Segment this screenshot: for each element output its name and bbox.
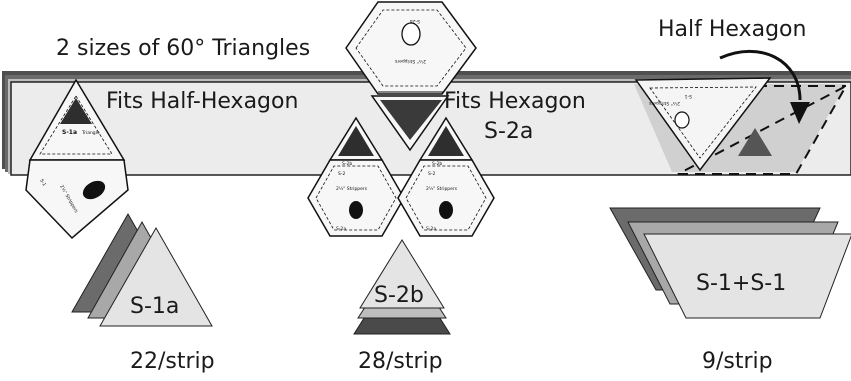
left-ruler-s2b: S-2b [342,161,352,167]
top-hexagon-body [345,1,477,95]
hand-logo-icon [439,201,453,219]
top-hexagon-code: S-2b [410,18,420,24]
s1-half-hex-body [25,159,129,240]
pile-s2b-count: 28/strip [358,349,443,374]
s2b-ruler-right: S-2b S-2 2½" Strippers S-2a [397,116,495,237]
pile-s2b-label: S-2b [374,283,424,308]
top-triangle-mark [380,100,442,140]
half-hex-ruler-code: S-1 [685,93,692,99]
main-title: 2 sizes of 60° Triangles [56,36,310,61]
pile-s1s1-label: S-1+S-1 [696,271,786,296]
left-hexagon-inner [315,165,397,231]
pile-s1s1-layer-light [643,233,851,319]
s1a-ruler: S-1a Triangle S-1 2½" Strippers [25,78,129,240]
s1a-triangle-mark [60,98,92,124]
pile-s1a: S-1a [71,212,213,327]
s2b-ruler-left: S-2b S-2 2½" Strippers S-2a [307,116,405,237]
s1-half-hex-ruler: S-1 2½" Strippers [634,77,772,172]
half-hexagon-title: Half Hexagon [658,17,806,42]
rotation-arrow [719,49,810,124]
s2b-triangle-top [370,91,450,152]
hand-logo-icon [401,22,421,46]
half-hex-ruler-inner [649,86,757,159]
pile-s1a-layer-light [99,226,213,327]
left-triangle-mark [338,126,374,156]
hand-logo-icon [674,111,690,129]
pile-s1s1-count: 9/strip [702,349,773,374]
left-ruler-s2a: S-2a [336,226,346,232]
pile-s2b: S-2b [353,239,451,335]
right-ruler-s2a: S-2a [426,226,436,232]
pile-s1a-count: 22/strip [130,349,215,374]
pile-s1s1: S-1+S-1 [609,207,851,319]
s1-ruler-code: S-1 [38,178,47,187]
half-hex-ruler-strippers: 2½" Strippers [648,100,680,107]
half-hexagon-dashed-outline [677,83,849,175]
pile-s2b-layer-light [359,239,445,309]
top-hexagon-inner [355,9,467,87]
fits-hexagon-label: Fits Hexagon [444,89,586,114]
fits-half-hexagon-label: Fits Half-Hexagon [106,89,298,114]
pile-s1a-label: S-1a [130,294,179,319]
hand-logo-icon [349,201,363,219]
s1a-ruler-label: S-1a [62,129,77,136]
s1a-ruler-sublabel: Triangle [81,130,100,136]
left-ruler-strippers: 2½" Strippers [336,185,368,192]
right-ruler-s2: S-2 [428,171,435,177]
right-triangle-mark [428,126,464,156]
half-hex-ruler-body [634,77,772,172]
right-ruler-s2b: S-2b [432,161,442,167]
hand-logo-icon [82,180,106,200]
right-ruler-strippers: 2½" Strippers [426,185,458,192]
curved-arrow-head-icon [790,102,810,124]
curved-arrow-line [719,49,802,101]
half-hex-ruler-triangle-mark [738,128,772,156]
right-hexagon-body [397,159,495,237]
right-hexagon-inner [405,165,487,231]
fits-hexagon-code: S-2a [484,119,533,144]
left-ruler-s2: S-2 [338,171,345,177]
s2a-hexagon-ruler-top: S-2b 2½" Strippers [345,1,477,95]
top-hexagon-strippers: 2½" Strippers [394,58,426,65]
